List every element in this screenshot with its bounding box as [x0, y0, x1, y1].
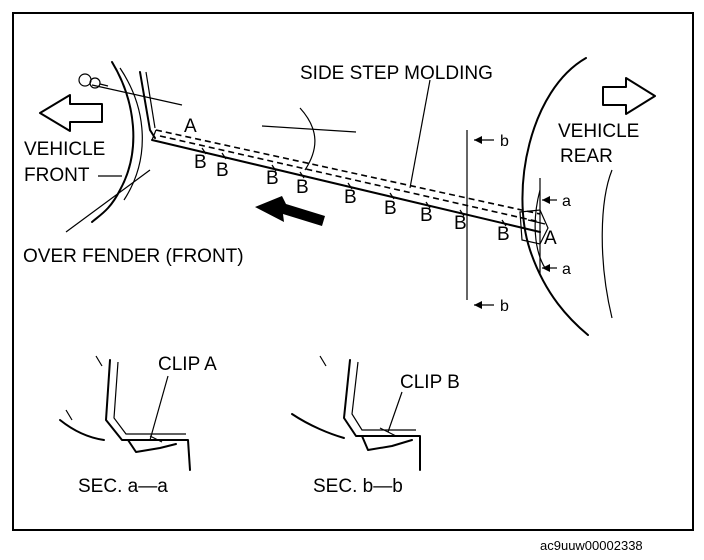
vehicle-rear-label-1: VEHICLE — [558, 121, 639, 142]
section-bb-label: SEC. b—b — [313, 476, 403, 497]
clip-a-marker-front: A — [184, 116, 197, 137]
clip-a-label: CLIP A — [158, 354, 217, 375]
clip-b-marker-5: B — [344, 187, 357, 208]
over-fender-label: OVER FENDER (FRONT) — [23, 246, 244, 267]
rear-fender-outline — [521, 57, 589, 336]
clip-b-marks — [201, 147, 507, 227]
clip-b-label: CLIP B — [400, 372, 460, 393]
clip-b-marker-3: B — [266, 168, 279, 189]
side-step-molding-label: SIDE STEP MOLDING — [300, 63, 493, 84]
section-bb-drawing — [291, 355, 421, 471]
front-arrow-icon — [39, 94, 103, 132]
section-b-marker-bottom: b — [500, 298, 509, 315]
vehicle-front-label-1: VEHICLE — [24, 139, 105, 160]
rear-arrow-icon — [602, 77, 656, 115]
section-aa-label: SEC. a—a — [78, 476, 168, 497]
clip-b-marker-7: B — [420, 205, 433, 226]
section-a-marker-top: a — [562, 193, 571, 210]
vehicle-front-label-2: FRONT — [24, 165, 90, 186]
section-a-marker-bottom: a — [562, 261, 571, 278]
side-step-molding — [151, 129, 541, 233]
install-direction-arrow-icon — [255, 196, 325, 226]
clip-b-marker-8: B — [454, 213, 467, 234]
bolt-icon — [78, 73, 109, 89]
clip-a-marker-rear: A — [544, 228, 557, 249]
clip-b-marker-1: B — [194, 152, 207, 173]
section-b-marker-top: b — [500, 133, 509, 150]
clip-b-marker-6: B — [384, 198, 397, 219]
section-aa-drawing — [59, 355, 191, 471]
clip-b-marker-4: B — [296, 177, 309, 198]
diagram-frame — [12, 12, 694, 531]
clip-b-marker-9: B — [497, 224, 510, 245]
reference-code: ac9uuw00002338 — [540, 538, 643, 553]
clip-b-marker-2: B — [216, 160, 229, 181]
vehicle-rear-label-2: REAR — [560, 146, 613, 167]
